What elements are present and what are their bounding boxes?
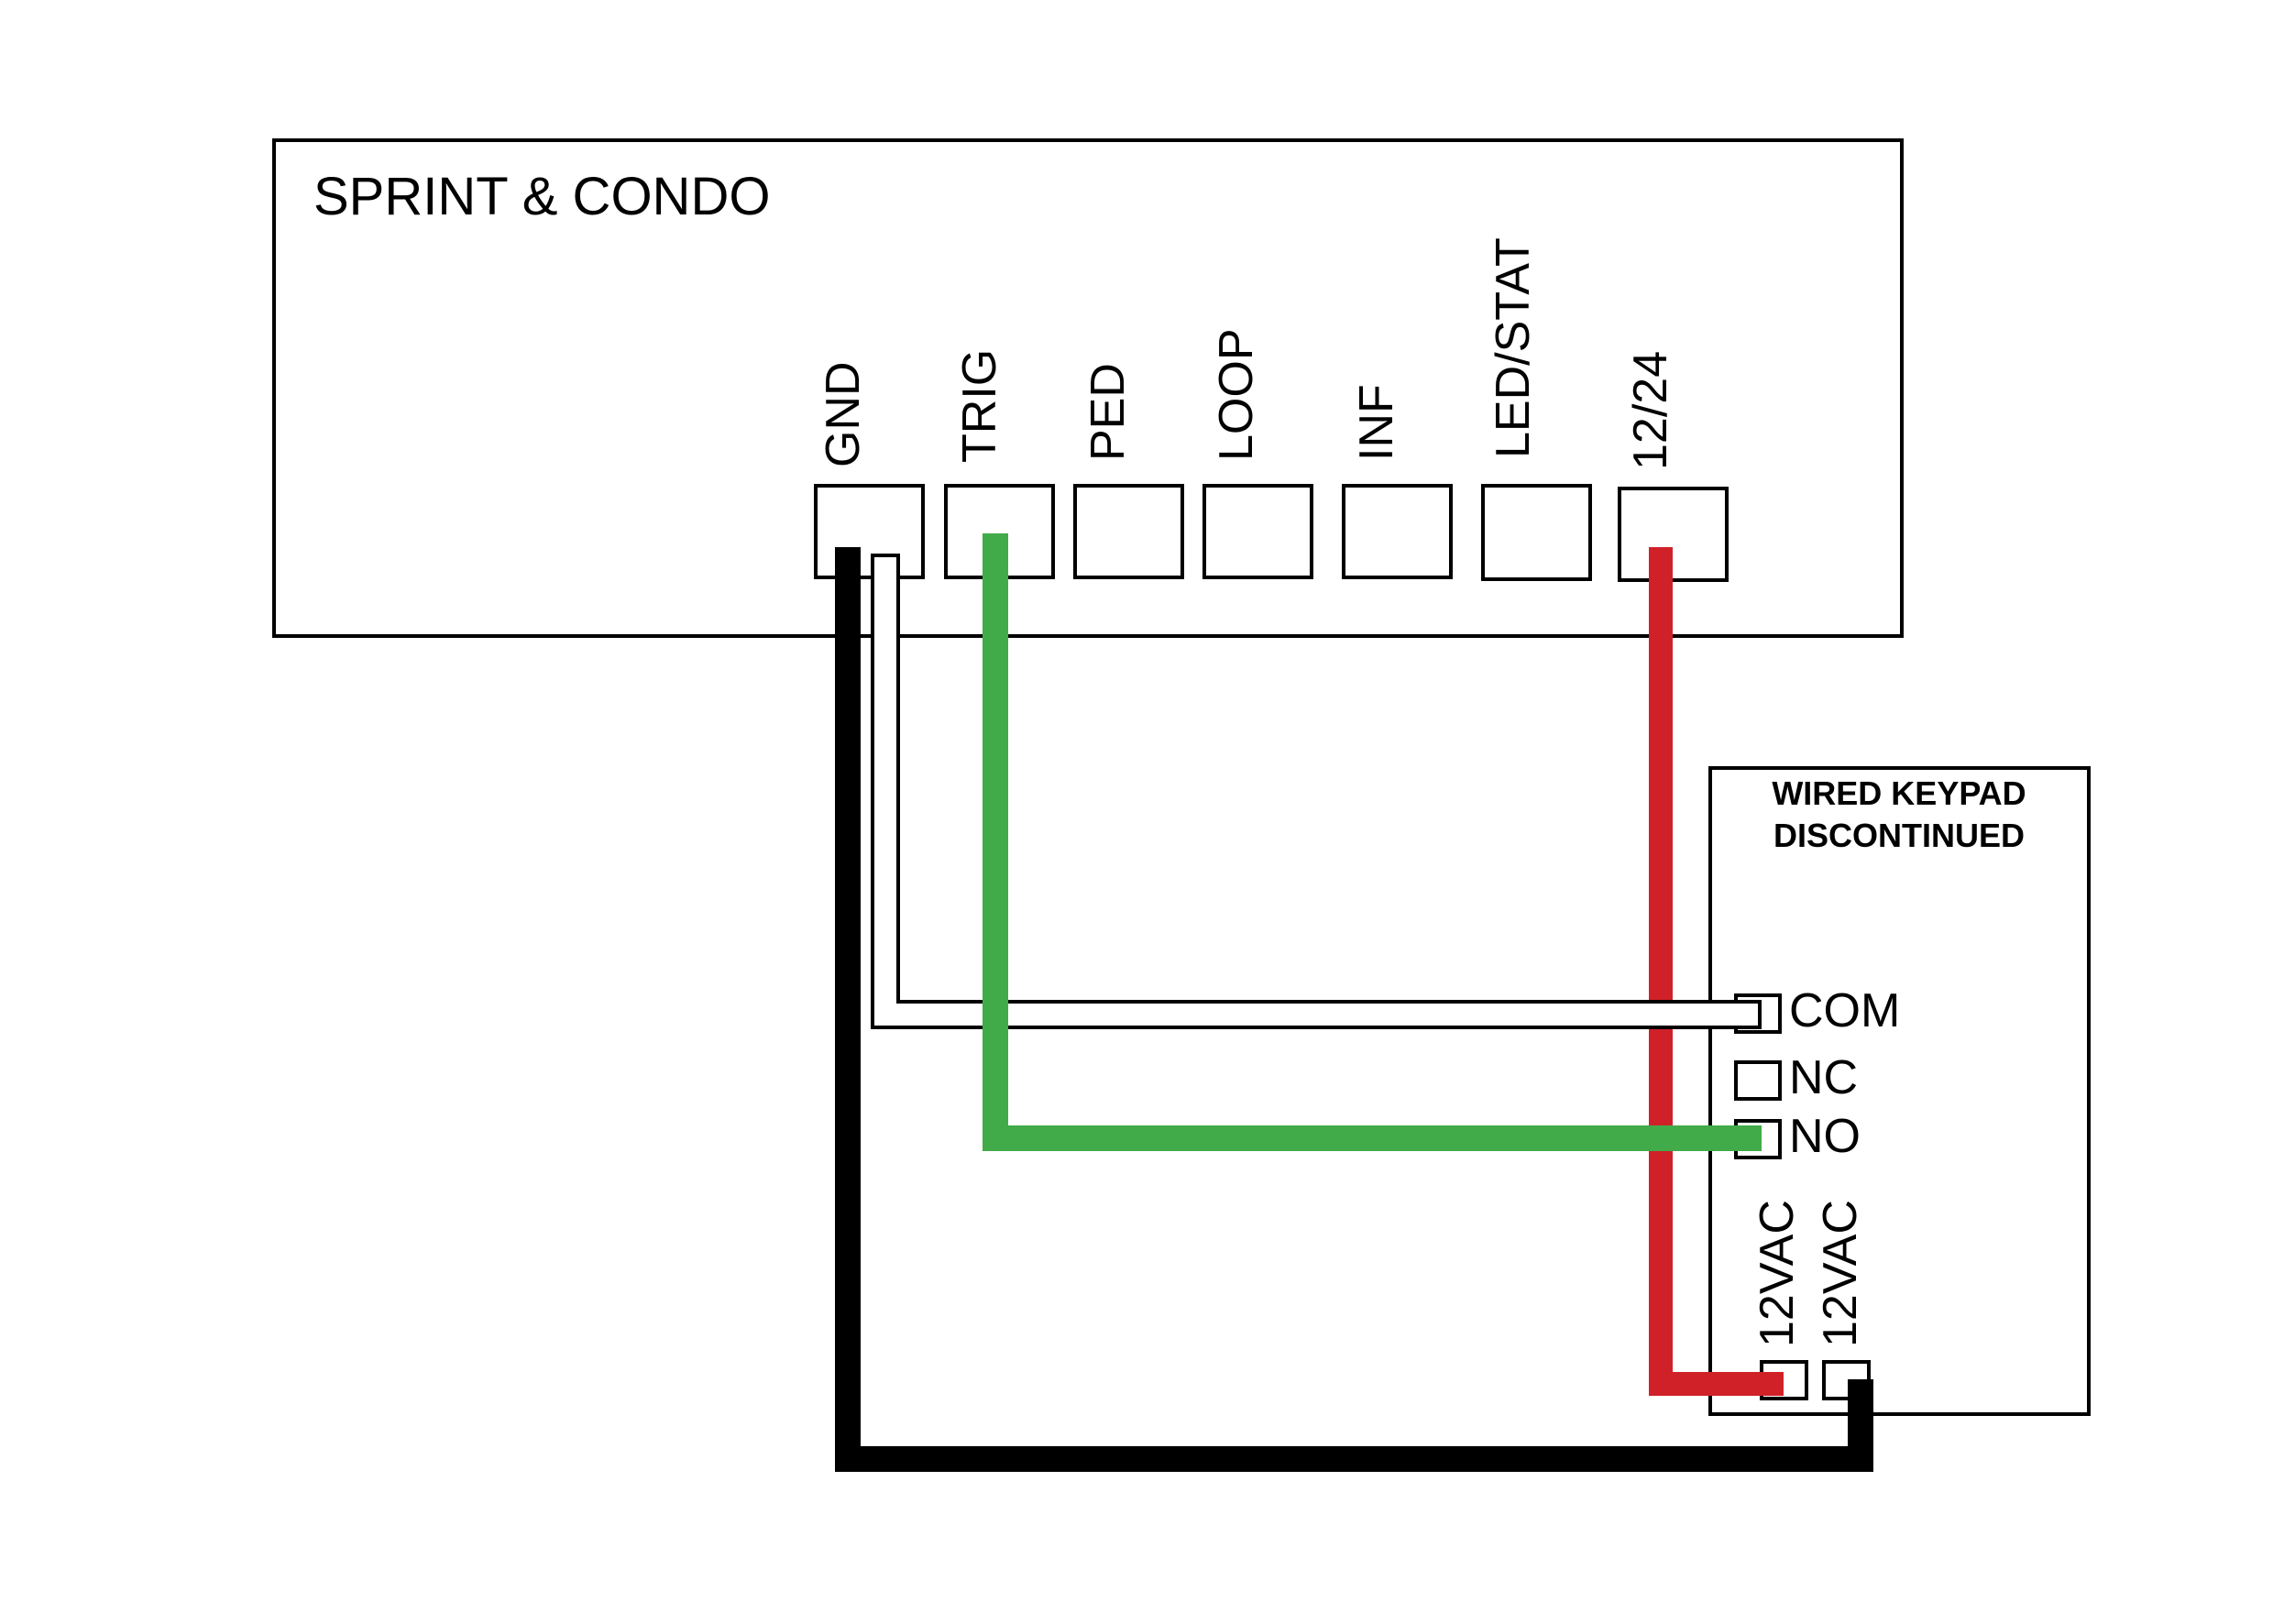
terminal-label-12vac-2: 12VAC [1814, 1200, 1867, 1347]
terminal-led-stat [1481, 484, 1592, 581]
wire-red [1649, 547, 1784, 1396]
terminal-ped [1073, 484, 1184, 579]
terminal-label-trig: TRIG [953, 349, 1006, 463]
terminal-label-com: COM [1789, 984, 1900, 1037]
terminal-label-ped: PED [1082, 363, 1135, 461]
wire-black [835, 547, 1873, 1472]
terminal-label-nc: NC [1789, 1051, 1858, 1104]
terminal-gnd [814, 484, 925, 579]
keypad-unit: WIRED KEYPAD DISCONTINUED COM NC NO 12VA… [1708, 766, 2091, 1416]
terminal-label-loop: LOOP [1210, 329, 1263, 462]
wire-white [871, 554, 1762, 1029]
wire-green [983, 533, 1762, 1151]
terminal-label-12-24: 12/24 [1624, 351, 1677, 470]
terminal-label-no: NO [1789, 1110, 1861, 1163]
controller-title: SPRINT & CONDO [313, 167, 770, 226]
controller-board: SPRINT & CONDO GND TRIG PED LOOP INF LED… [272, 138, 1904, 638]
terminal-inf [1342, 484, 1453, 579]
terminal-label-12vac-1: 12VAC [1751, 1200, 1804, 1347]
terminal-nc [1734, 1060, 1782, 1101]
keypad-title-line2: DISCONTINUED [1773, 817, 2025, 854]
terminal-loop [1202, 484, 1313, 579]
terminal-label-gnd: GND [817, 361, 870, 467]
terminal-label-led-stat: LED/STAT [1487, 237, 1540, 458]
terminal-label-inf: INF [1350, 384, 1403, 461]
keypad-title-line1: WIRED KEYPAD [1772, 774, 2026, 812]
terminal-12-24 [1618, 487, 1729, 582]
